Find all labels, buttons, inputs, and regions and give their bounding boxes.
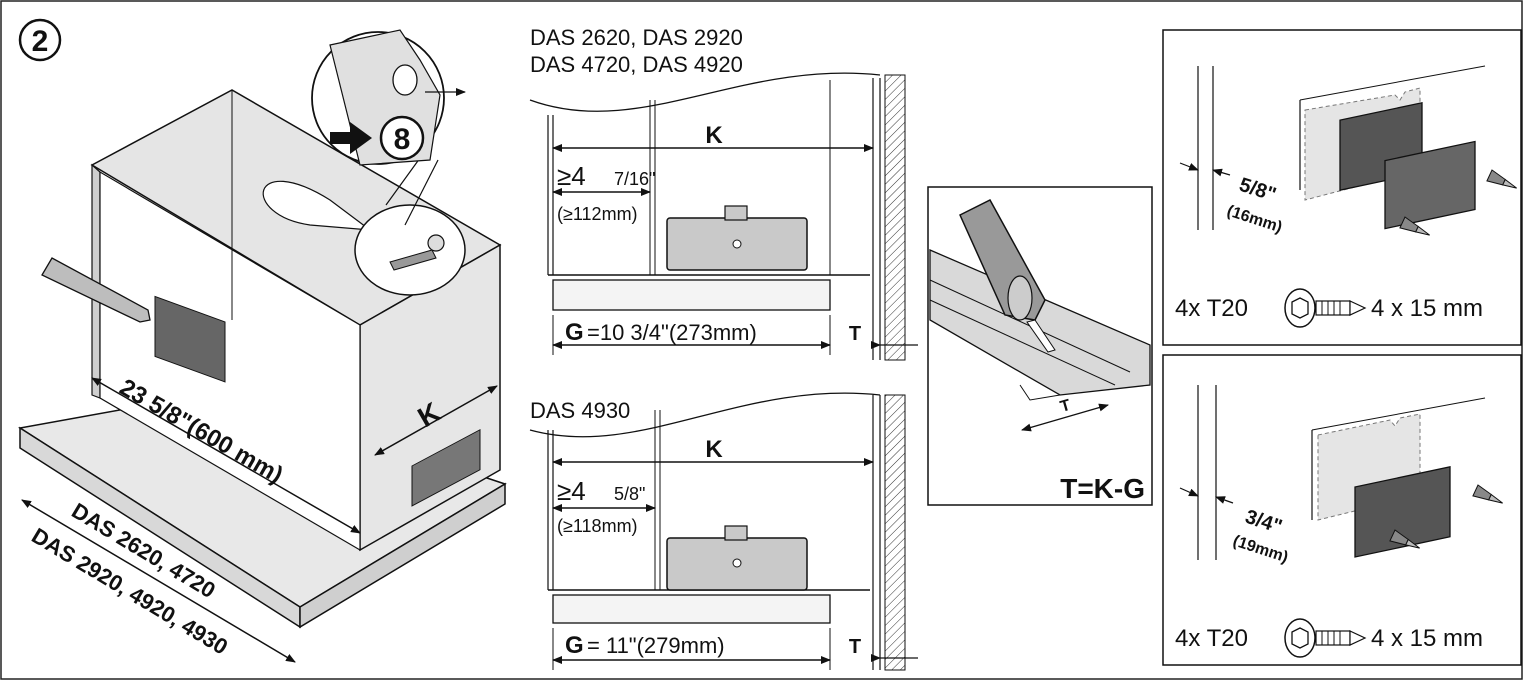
section-top-models-1: DAS 2620, DAS 2920	[530, 25, 743, 50]
step-badge: 2	[18, 18, 62, 62]
step-number: 2	[32, 25, 49, 58]
section-bottom-drawing	[529, 392, 918, 671]
section-bottom-min-prefix: ≥4	[557, 476, 586, 506]
screw-icon	[1284, 618, 1367, 658]
cut-detail-t-label: T	[1058, 397, 1072, 416]
section-bottom-min-fraction: 5/8"	[614, 484, 645, 504]
panel-bottom-box	[1162, 354, 1522, 666]
section-top-g-letter: G	[565, 319, 584, 346]
panel-top-box	[1162, 29, 1522, 346]
section-top-drawing	[529, 72, 918, 361]
section-top-min-fraction: 7/16"	[614, 169, 655, 189]
panel-top-screw-size: 4 x 15 mm	[1371, 295, 1483, 322]
section-bottom-t-label: T	[849, 636, 861, 658]
section-bottom-g-value: = 11"(279mm)	[587, 633, 725, 658]
section-top-min-metric: (≥112mm)	[557, 204, 638, 224]
section-bottom-min-metric: (≥118mm)	[557, 516, 638, 536]
panel-top-screw-qty: 4x T20	[1175, 295, 1248, 322]
cut-detail-box	[927, 186, 1153, 506]
section-top-k-label: K	[705, 122, 723, 149]
section-bottom-models: DAS 4930	[530, 398, 630, 423]
cut-detail-formula: T=K-G	[1060, 473, 1145, 504]
section-bottom-k-label: K	[705, 436, 723, 463]
panel-bottom-screw-qty: 4x T20	[1175, 625, 1248, 652]
section-top-t-label: T	[849, 323, 861, 345]
section-bottom-g-letter: G	[565, 632, 584, 659]
screw-icon	[1284, 288, 1367, 328]
section-top-g-value: =10 3/4"(273mm)	[587, 320, 757, 345]
section-top-models-2: DAS 4720, DAS 4920	[530, 52, 743, 77]
panel-bottom-screw-size: 4 x 15 mm	[1371, 625, 1483, 652]
section-top-min-prefix: ≥4	[557, 161, 586, 191]
cabinet-illustration: 8	[17, 29, 507, 663]
marking-detail-number: 8	[394, 123, 411, 156]
